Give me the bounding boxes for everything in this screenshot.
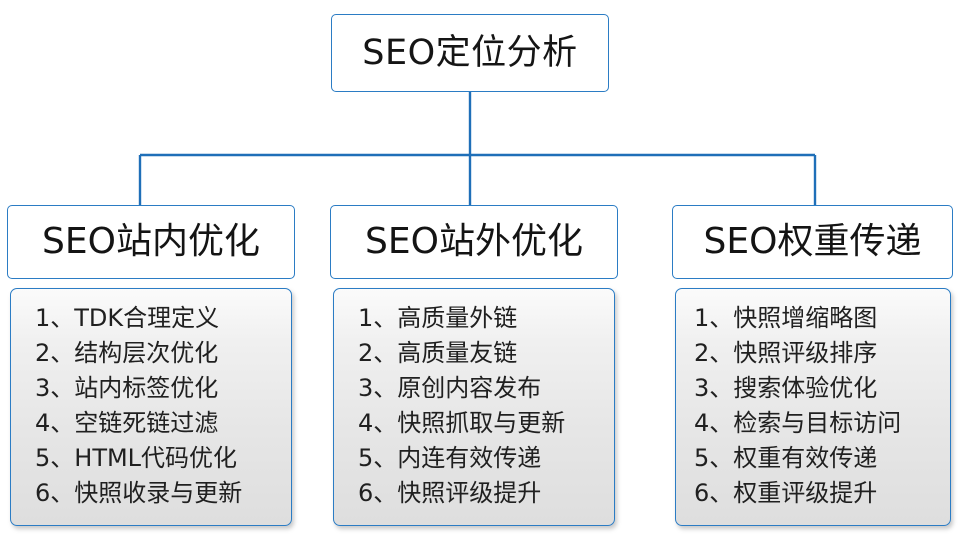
list-item: 3、站内标签优化	[35, 374, 219, 402]
branch-items-card-2: 1、高质量外链 2、高质量友链 3、原创内容发布 4、快照抓取与更新 5、内连有…	[333, 288, 615, 526]
list-item: 1、快照增缩略图	[694, 304, 878, 332]
list-item: 3、搜索体验优化	[694, 374, 878, 402]
list-item: 1、高质量外链	[358, 304, 518, 332]
branch-items-card-1: 1、TDK合理定义 2、结构层次优化 3、站内标签优化 4、空链死链过滤 5、H…	[10, 288, 292, 526]
list-item: 5、权重有效传递	[694, 444, 878, 472]
list-item: 3、原创内容发布	[358, 374, 542, 402]
list-item: 2、结构层次优化	[35, 339, 219, 367]
list-item: 4、快照抓取与更新	[358, 409, 566, 437]
branch-column-3: SEO权重传递 1、快照增缩略图 2、快照评级排序 3、搜索体验优化 4、检索与…	[672, 205, 953, 526]
branch-header-2[interactable]: SEO站外优化	[330, 205, 618, 279]
branch-column-2: SEO站外优化 1、高质量外链 2、高质量友链 3、原创内容发布 4、快照抓取与…	[330, 205, 618, 526]
branch-header-label-1: SEO站内优化	[42, 221, 260, 262]
branch-header-label-2: SEO站外优化	[365, 221, 583, 262]
branch-item-list-3: 1、快照增缩略图 2、快照评级排序 3、搜索体验优化 4、检索与目标访问 5、权…	[676, 301, 950, 511]
list-item: 1、TDK合理定义	[35, 304, 220, 332]
list-item: 5、内连有效传递	[358, 444, 542, 472]
root-node[interactable]: SEO定位分析	[331, 14, 609, 92]
list-item: 4、检索与目标访问	[694, 409, 902, 437]
list-item: 6、权重评级提升	[694, 479, 878, 507]
root-node-label: SEO定位分析	[362, 32, 578, 73]
branch-column-1: SEO站内优化 1、TDK合理定义 2、结构层次优化 3、站内标签优化 4、空链…	[7, 205, 295, 526]
branch-header-3[interactable]: SEO权重传递	[672, 205, 953, 279]
branch-header-1[interactable]: SEO站内优化	[7, 205, 295, 279]
branch-items-card-3: 1、快照增缩略图 2、快照评级排序 3、搜索体验优化 4、检索与目标访问 5、权…	[675, 288, 951, 526]
branch-item-list-2: 1、高质量外链 2、高质量友链 3、原创内容发布 4、快照抓取与更新 5、内连有…	[334, 301, 614, 511]
branch-header-label-3: SEO权重传递	[703, 221, 922, 262]
list-item: 5、HTML代码优化	[35, 444, 238, 472]
list-item: 6、快照收录与更新	[35, 479, 243, 507]
list-item: 6、快照评级提升	[358, 479, 542, 507]
branch-item-list-1: 1、TDK合理定义 2、结构层次优化 3、站内标签优化 4、空链死链过滤 5、H…	[11, 301, 291, 511]
list-item: 4、空链死链过滤	[35, 409, 219, 437]
list-item: 2、快照评级排序	[694, 339, 878, 367]
list-item: 2、高质量友链	[358, 339, 518, 367]
